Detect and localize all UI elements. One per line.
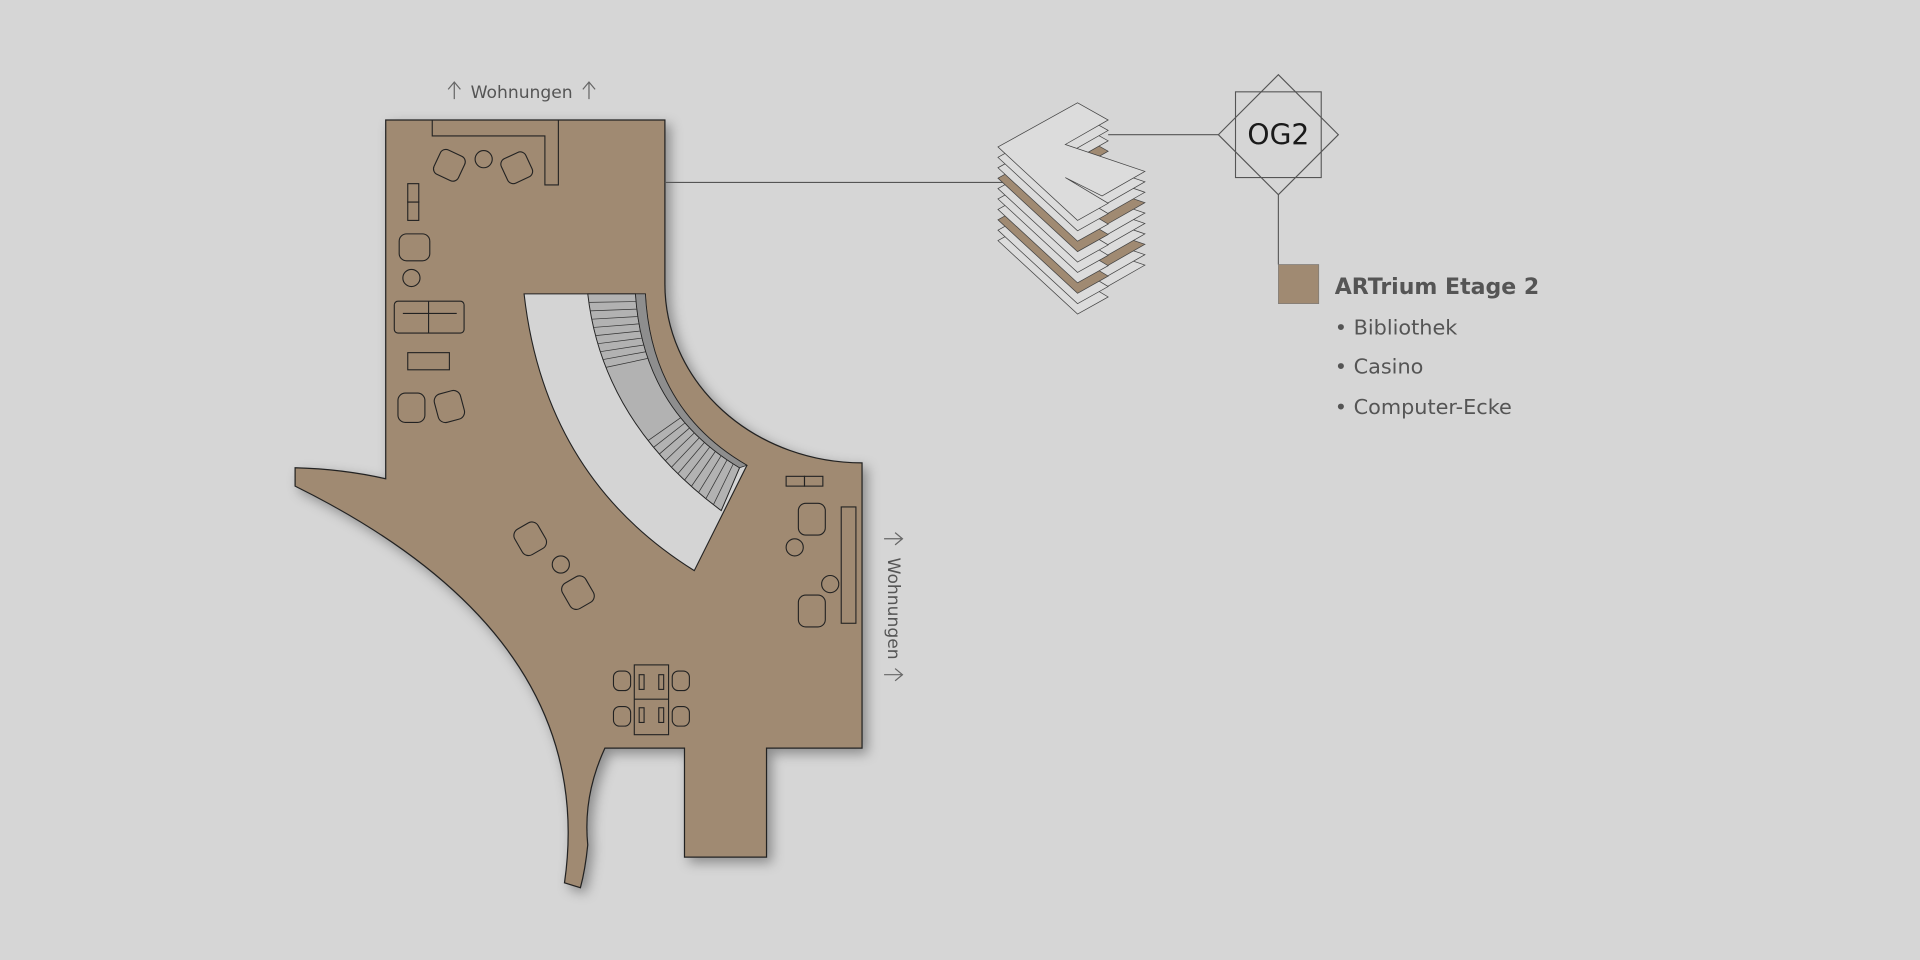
stair-step: [713, 463, 734, 505]
side-table: [402, 268, 421, 288]
coffee-table: [407, 352, 450, 371]
arrow-up-icon: [582, 81, 596, 100]
stair-step: [593, 323, 640, 328]
armchair: [513, 521, 548, 557]
armchair: [797, 502, 826, 536]
stair-step: [665, 432, 695, 461]
floor-marker-label: OG2: [1247, 118, 1309, 151]
cabinet: [803, 475, 824, 487]
right-exit-label: Wohnungen: [883, 532, 904, 682]
arrow-right-icon: [884, 668, 904, 682]
floor-marker-og2: OG2: [1217, 73, 1340, 196]
monitor: [638, 707, 645, 723]
monitor: [638, 674, 645, 690]
side-table: [551, 555, 570, 574]
legend: ARTrium Etage 2 • Bibliothek • Casino • …: [1278, 264, 1540, 419]
top-exit-label: Wohnungen: [447, 81, 596, 103]
stair-rail: [635, 293, 748, 469]
stair-step: [595, 330, 641, 336]
armchair: [398, 233, 431, 262]
stair-step: [671, 437, 700, 468]
stair-step: [677, 442, 705, 474]
stair-step: [647, 417, 681, 441]
side-table: [785, 538, 804, 557]
legend-title: ARTrium Etage 2: [1335, 275, 1540, 300]
stair-step: [600, 344, 644, 353]
stair-step: [591, 316, 638, 320]
arrow-up-icon: [447, 81, 461, 100]
desk-chair: [671, 705, 690, 727]
wohnungen-label-right: Wohnungen: [883, 558, 903, 660]
arrow-right-icon: [884, 532, 904, 546]
sofa: [393, 300, 465, 334]
computer-desk: [633, 664, 670, 736]
legend-item: • Casino: [1335, 354, 1424, 378]
desk-chair: [612, 670, 632, 692]
stair-step: [597, 337, 643, 345]
stair-step: [691, 451, 716, 487]
armchair: [397, 392, 426, 423]
stair-step: [602, 351, 646, 360]
monitor: [658, 707, 665, 723]
stair-step: [684, 446, 711, 481]
furniture: [393, 120, 857, 736]
stair-step: [659, 427, 690, 455]
floor-area: [294, 119, 863, 889]
armchair: [432, 148, 466, 182]
stair-steps: [588, 301, 734, 505]
stair-step: [698, 455, 722, 493]
monitor: [658, 674, 665, 690]
legend-item: • Bibliothek: [1335, 315, 1458, 339]
armchair: [500, 151, 534, 185]
side-table: [474, 150, 493, 169]
desk-chair: [671, 670, 690, 692]
stair-step: [705, 459, 728, 499]
cabinet: [407, 201, 420, 221]
armchair: [433, 389, 466, 424]
desk-chair: [612, 705, 632, 727]
counter: [840, 506, 857, 624]
building-stack-icon: [997, 102, 1146, 315]
stair-step: [605, 358, 649, 368]
legend-swatch: [1278, 264, 1320, 304]
stair-step: [653, 422, 686, 448]
side-table: [821, 574, 840, 594]
armchair: [561, 575, 595, 610]
stack-layer: [997, 102, 1146, 221]
legend-item: • Computer-Ecke: [1335, 395, 1512, 419]
wohnungen-label-top: Wohnungen: [471, 83, 573, 103]
stair-step: [588, 301, 637, 303]
stair-step: [590, 308, 637, 312]
armchair: [797, 594, 826, 628]
shelf-unit: [431, 120, 559, 186]
